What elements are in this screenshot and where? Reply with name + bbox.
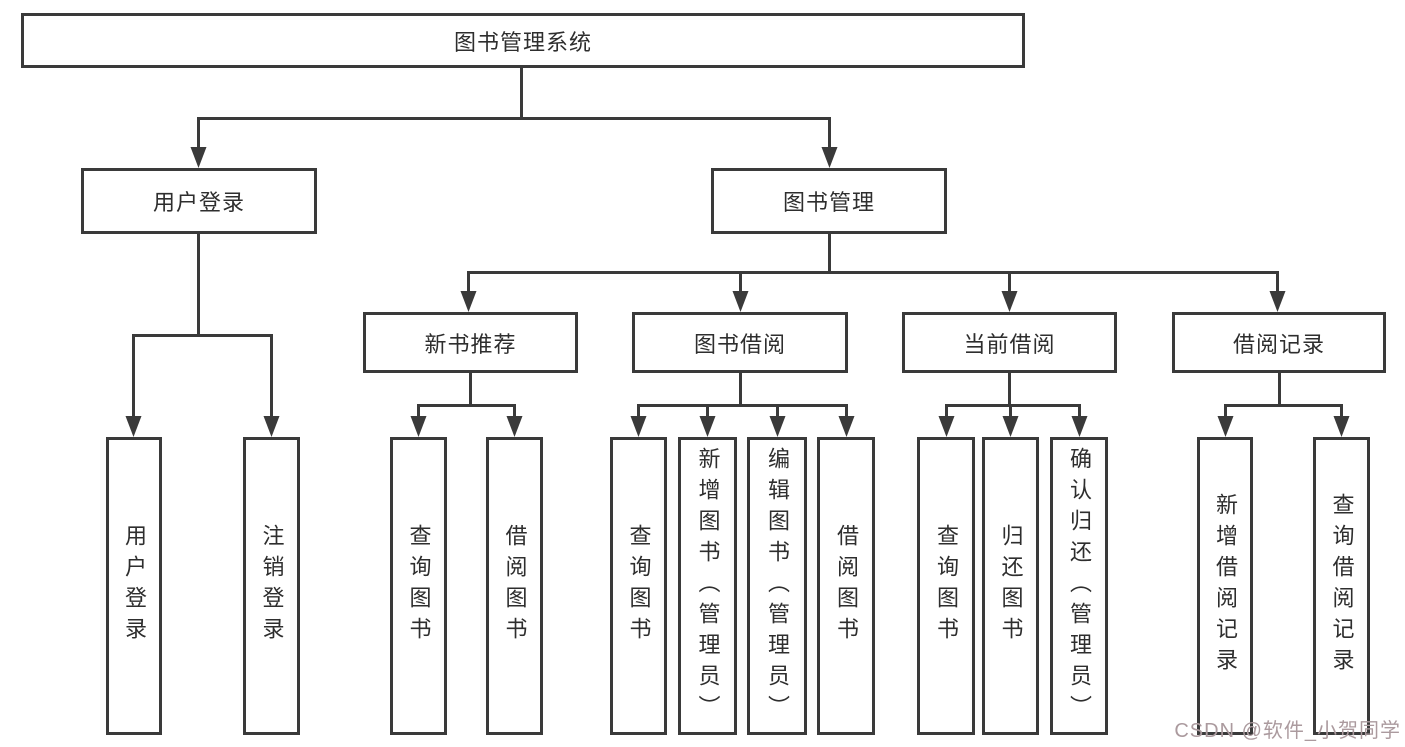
node-leaf-borrow-book-1: 借阅图书 — [486, 437, 543, 735]
arrowhead — [410, 416, 427, 437]
node-current-borrow: 当前借阅 — [902, 312, 1117, 373]
node-leaf-query-borrow-record: 查询借阅记录 — [1313, 437, 1370, 735]
node-leaf-add-book-admin: 新增图书（管理员） — [678, 437, 737, 735]
node-user-login: 用户登录 — [81, 168, 317, 234]
node-new-book-recommend: 新书推荐 — [363, 312, 578, 373]
arrowhead — [506, 416, 523, 437]
node-leaf-confirm-return-admin: 确认归还（管理员） — [1050, 437, 1108, 735]
arrowhead — [769, 416, 786, 437]
connector-new-book-split — [417, 371, 516, 421]
connector-book-borrow-split — [637, 371, 848, 421]
arrowhead — [1002, 416, 1019, 437]
connector-user-login-split — [132, 232, 273, 421]
node-leaf-query-book-2: 查询图书 — [610, 437, 667, 735]
node-borrow-record: 借阅记录 — [1172, 312, 1386, 373]
arrowhead — [263, 416, 280, 437]
node-leaf-query-book-3: 查询图书 — [917, 437, 975, 735]
node-leaf-edit-book-admin: 编辑图书（管理员） — [747, 437, 807, 735]
node-leaf-add-borrow-record: 新增借阅记录 — [1197, 437, 1253, 735]
connector-root-split — [197, 66, 831, 152]
connector-current-borrow-split — [945, 371, 1081, 421]
arrowhead — [699, 416, 716, 437]
connector-book-mgmt-split — [467, 232, 1279, 296]
arrowhead — [1217, 416, 1234, 437]
arrowhead — [821, 147, 838, 168]
arrowhead — [1001, 291, 1018, 312]
node-book-mgmt: 图书管理 — [711, 168, 947, 234]
node-root: 图书管理系统 — [21, 13, 1025, 68]
arrowhead — [125, 416, 142, 437]
arrowhead — [460, 291, 477, 312]
arrowhead — [732, 291, 749, 312]
arrowhead — [630, 416, 647, 437]
arrowhead — [838, 416, 855, 437]
connector-borrow-record-split — [1224, 371, 1343, 421]
arrowhead — [1333, 416, 1350, 437]
arrowhead — [190, 147, 207, 168]
node-leaf-borrow-book-2: 借阅图书 — [817, 437, 875, 735]
arrowhead — [1071, 416, 1088, 437]
arrowhead — [938, 416, 955, 437]
node-leaf-return-book: 归还图书 — [982, 437, 1039, 735]
csdn-watermark: CSDN @软件_小贺同学 — [1174, 720, 1401, 742]
arrowhead — [1269, 291, 1286, 312]
node-leaf-logout: 注销登录 — [243, 437, 300, 735]
node-leaf-query-book-1: 查询图书 — [390, 437, 447, 735]
node-leaf-user-login: 用户登录 — [106, 437, 162, 735]
node-book-borrow: 图书借阅 — [632, 312, 848, 373]
